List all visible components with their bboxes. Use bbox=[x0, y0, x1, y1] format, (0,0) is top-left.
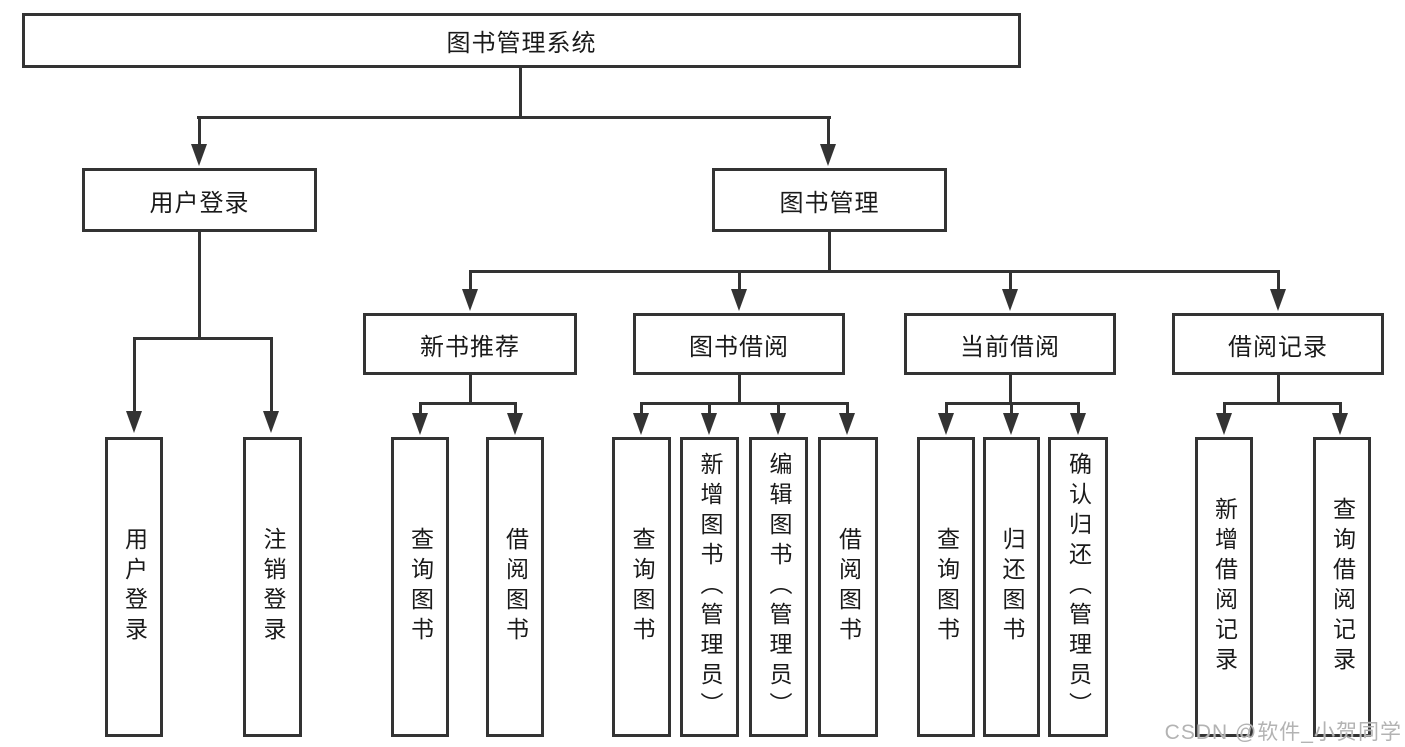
arrow-down-icon bbox=[1216, 413, 1232, 435]
connector-hline bbox=[1223, 402, 1342, 405]
leaf-cb-return-books: 归还图书 bbox=[983, 437, 1040, 737]
arrow-down-icon bbox=[263, 411, 279, 433]
leaf-user-login: 用户登录 bbox=[105, 437, 163, 737]
connector-arrow-shaft bbox=[945, 402, 948, 413]
node-current-borrow: 当前借阅 bbox=[904, 313, 1116, 375]
arrow-down-icon bbox=[820, 144, 836, 166]
arrow-down-icon bbox=[1332, 413, 1348, 435]
node-new-book-recommend: 新书推荐 bbox=[363, 313, 577, 375]
arrow-down-icon bbox=[1070, 413, 1086, 435]
leaf-bb-edit-books-admin: 编辑图书（管理员） bbox=[749, 437, 808, 737]
leaf-br-add-record: 新增借阅记录 bbox=[1195, 437, 1253, 737]
connector-mgmt-hline bbox=[469, 270, 1280, 273]
node-book-management: 图书管理 bbox=[712, 168, 947, 232]
node-borrow-records: 借阅记录 bbox=[1172, 313, 1384, 375]
connector-mgmt-stub bbox=[828, 232, 831, 272]
arrow-down-icon bbox=[462, 289, 478, 311]
arrow-down-icon bbox=[731, 289, 747, 311]
leaf-bb-add-books-admin: 新增图书（管理员） bbox=[680, 437, 739, 737]
connector-login-stub bbox=[198, 232, 201, 339]
leaf-nb-borrow-books: 借阅图书 bbox=[486, 437, 544, 737]
arrow-down-icon bbox=[839, 413, 855, 435]
arrow-down-icon bbox=[191, 144, 207, 166]
connector-arrow-shaft bbox=[777, 402, 780, 413]
connector-stub bbox=[469, 375, 472, 404]
arrow-down-icon bbox=[701, 413, 717, 435]
connector-arrow-shaft bbox=[846, 402, 849, 413]
connector-arrow-shaft bbox=[827, 116, 830, 144]
connector-arrow-shaft bbox=[1277, 270, 1280, 289]
arrow-down-icon bbox=[126, 411, 142, 433]
connector-stub bbox=[1009, 375, 1012, 404]
arrow-down-icon bbox=[1002, 289, 1018, 311]
connector-arrow-shaft bbox=[1223, 402, 1226, 413]
arrow-down-icon bbox=[1270, 289, 1286, 311]
leaf-br-query-record: 查询借阅记录 bbox=[1313, 437, 1371, 737]
arrow-down-icon bbox=[938, 413, 954, 435]
connector-login-hline bbox=[133, 337, 273, 340]
node-book-borrow: 图书借阅 bbox=[633, 313, 845, 375]
connector-arrow-shaft bbox=[640, 402, 643, 413]
connector-arrow-shaft bbox=[514, 402, 517, 413]
node-user-login: 用户登录 bbox=[82, 168, 317, 232]
leaf-cb-confirm-return-admin: 确认归还（管理员） bbox=[1048, 437, 1108, 737]
arrow-down-icon bbox=[770, 413, 786, 435]
connector-stub bbox=[1277, 375, 1280, 404]
connector-arrow-shaft bbox=[1339, 402, 1342, 413]
leaf-bb-borrow-books: 借阅图书 bbox=[818, 437, 878, 737]
arrow-down-icon bbox=[507, 413, 523, 435]
connector-stub bbox=[738, 375, 741, 404]
arrow-down-icon bbox=[1003, 413, 1019, 435]
connector-arrow-shaft bbox=[270, 337, 273, 411]
connector-hline bbox=[640, 402, 849, 405]
connector-arrow-shaft bbox=[469, 270, 472, 289]
leaf-logout: 注销登录 bbox=[243, 437, 302, 737]
connector-root-stub bbox=[519, 68, 522, 118]
connector-arrow-shaft bbox=[1010, 402, 1013, 413]
connector-arrow-shaft bbox=[708, 402, 711, 413]
connector-hline bbox=[419, 402, 517, 405]
arrow-down-icon bbox=[412, 413, 428, 435]
connector-arrow-shaft bbox=[198, 116, 201, 144]
leaf-nb-query-books: 查询图书 bbox=[391, 437, 449, 737]
leaf-bb-query-books: 查询图书 bbox=[612, 437, 671, 737]
connector-arrow-shaft bbox=[133, 337, 136, 411]
watermark: CSDN @软件_小贺同学 bbox=[1164, 721, 1402, 744]
node-root: 图书管理系统 bbox=[22, 13, 1021, 68]
arrow-down-icon bbox=[633, 413, 649, 435]
connector-arrow-shaft bbox=[738, 270, 741, 289]
connector-arrow-shaft bbox=[419, 402, 422, 413]
connector-arrow-shaft bbox=[1009, 270, 1012, 289]
connector-root-hline bbox=[197, 116, 831, 119]
connector-arrow-shaft bbox=[1077, 402, 1080, 413]
leaf-cb-query-books: 查询图书 bbox=[917, 437, 975, 737]
